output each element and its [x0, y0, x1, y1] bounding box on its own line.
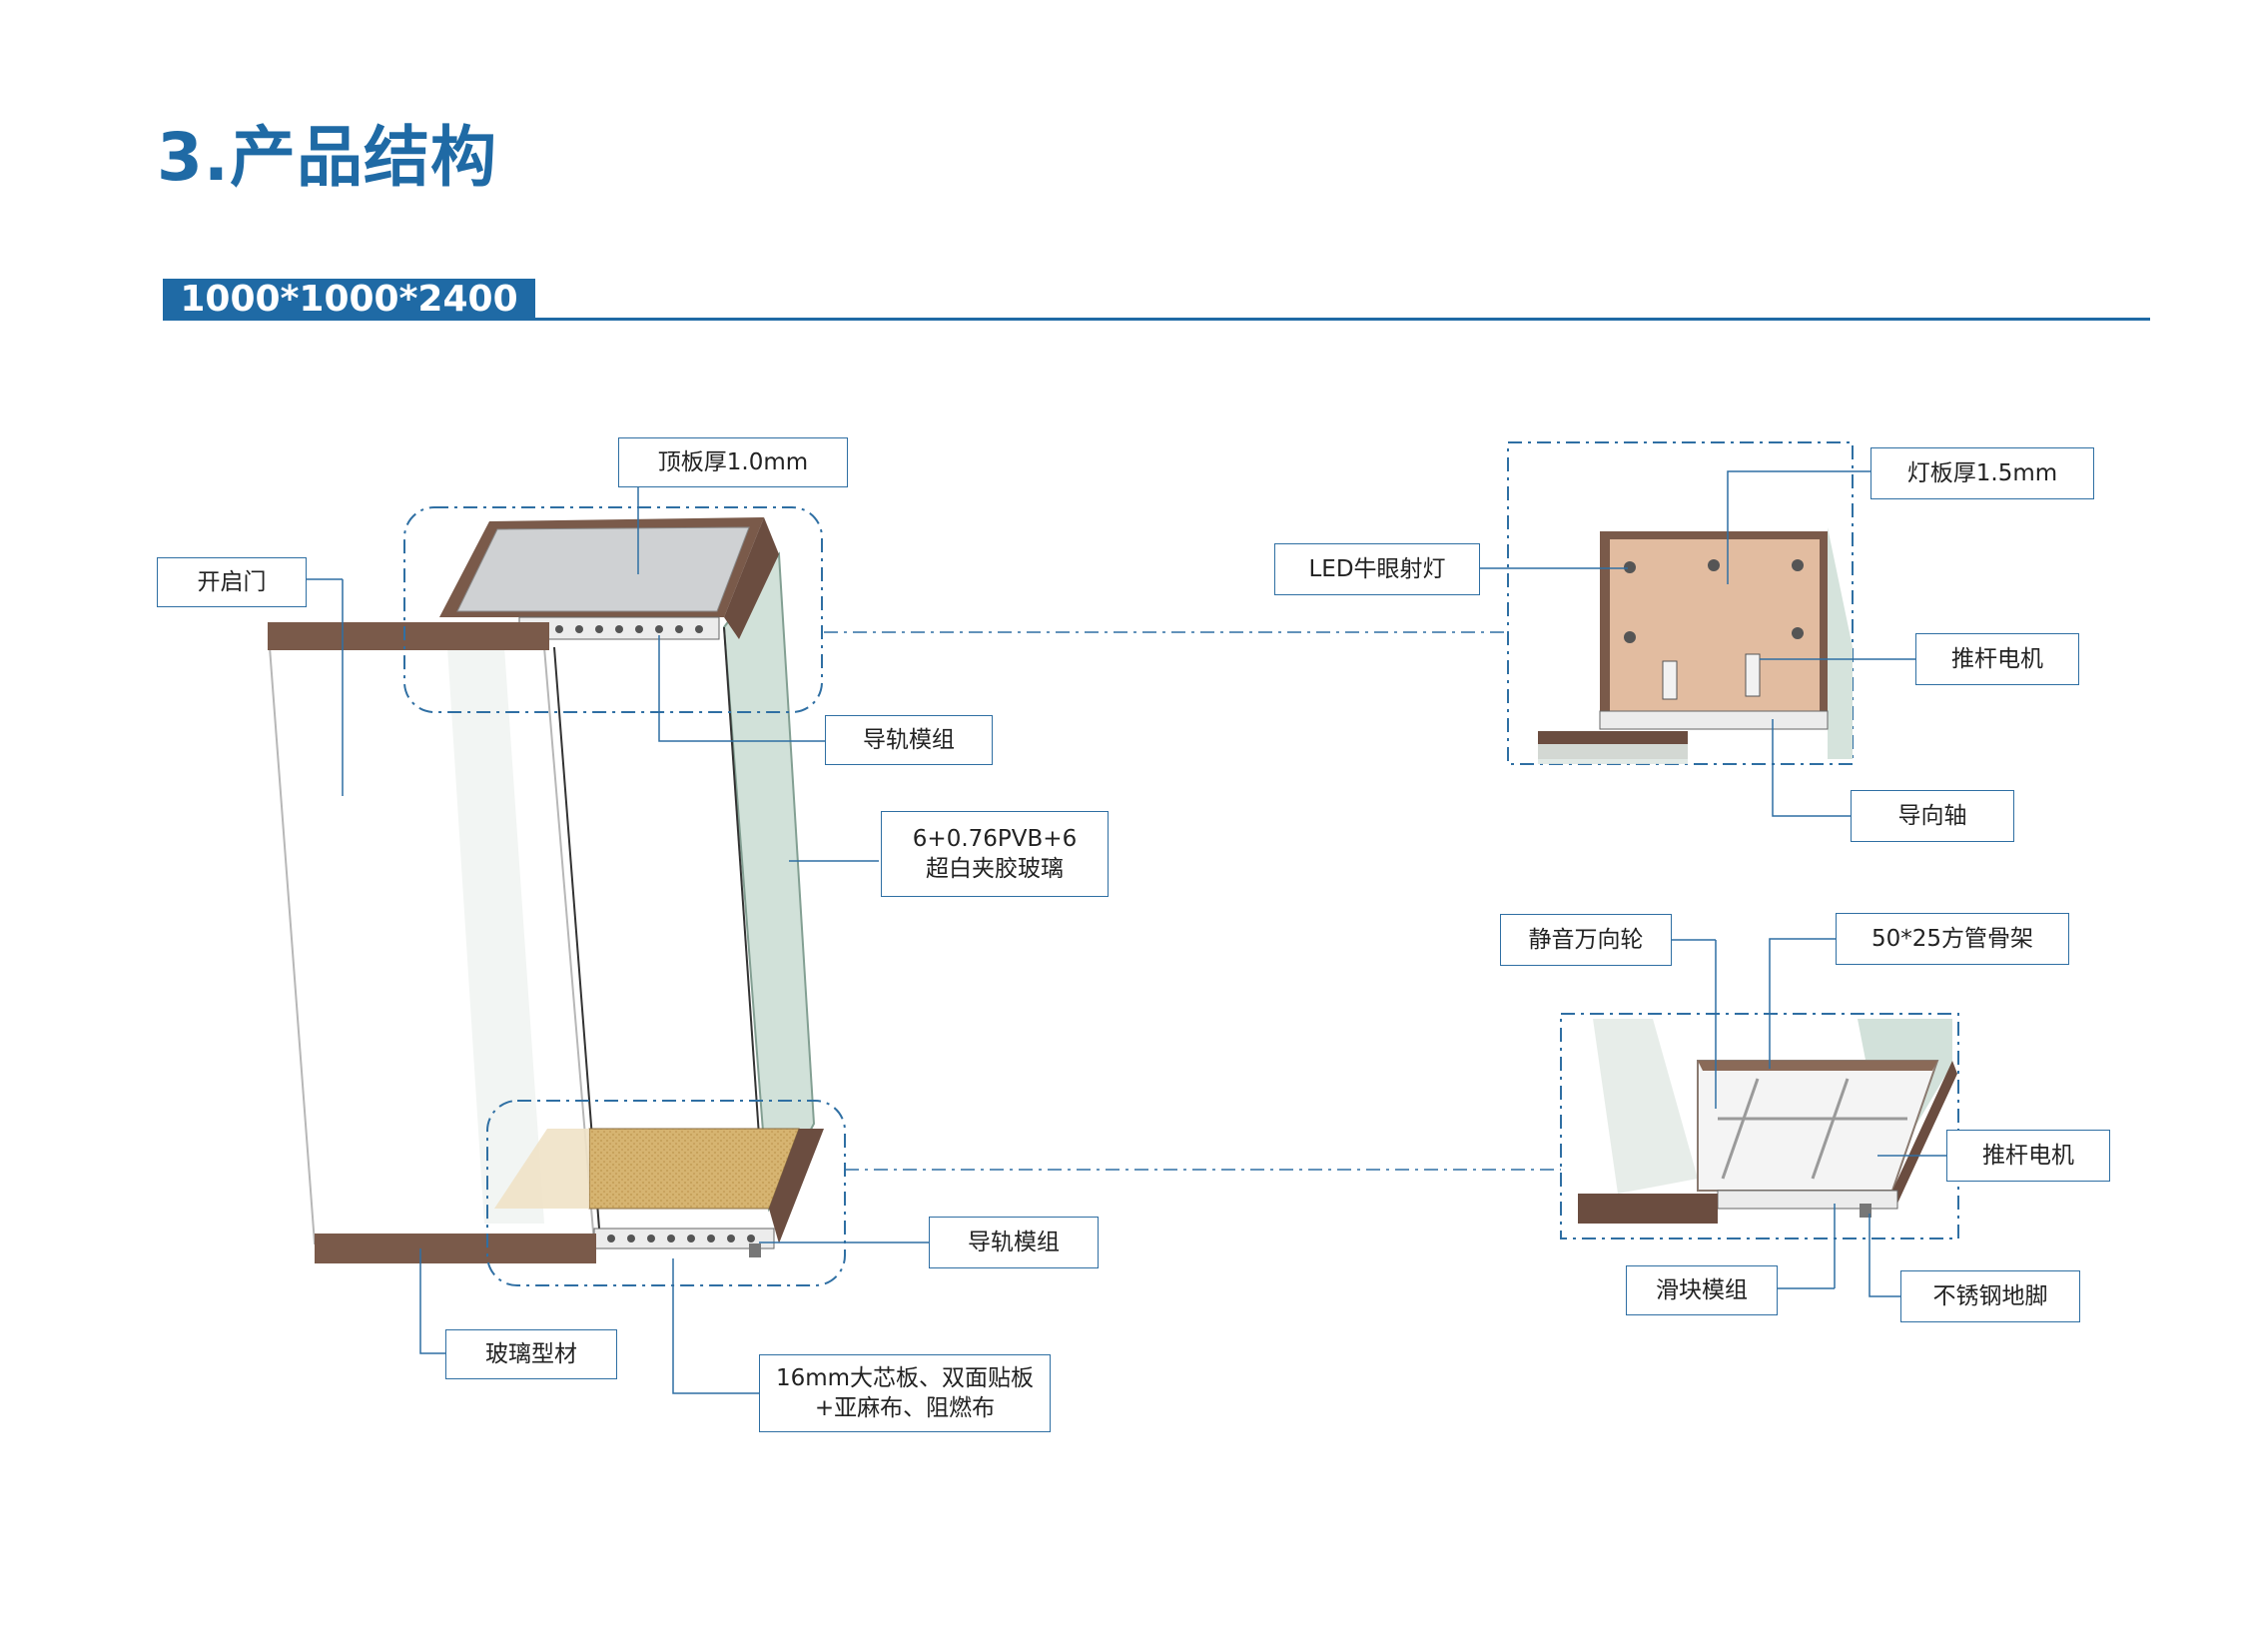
label-rail-bottom: 导轨模组 — [929, 1217, 1099, 1268]
label-base-board: 16mm大芯板、双面贴板 +亚麻布、阻燃布 — [759, 1354, 1051, 1432]
label-glass-profile: 玻璃型材 — [445, 1329, 617, 1379]
label-open-door: 开启门 — [157, 557, 307, 607]
top-detail — [1507, 441, 1854, 765]
label-push-motor-bottom: 推杆电机 — [1946, 1130, 2110, 1182]
callout-lines — [295, 470, 1946, 1394]
section-rule — [163, 318, 2150, 321]
label-guide-shaft: 导向轴 — [1851, 790, 2014, 842]
page-title: 3.产品结构 — [157, 119, 497, 196]
bottom-detail — [1560, 1013, 1959, 1239]
label-tube-frame: 50*25方管骨架 — [1836, 913, 2069, 965]
label-rail-top: 导轨模组 — [825, 715, 993, 765]
label-slider: 滑块模组 — [1626, 1265, 1778, 1315]
label-glass: 6+0.76PVB+6 超白夹胶玻璃 — [881, 811, 1109, 897]
label-caster: 静音万向轮 — [1500, 914, 1672, 966]
label-led-light: LED牛眼射灯 — [1274, 543, 1480, 595]
size-tab: 1000*1000*2400 — [163, 279, 535, 321]
label-push-motor-top: 推杆电机 — [1915, 633, 2079, 685]
label-light-plate: 灯板厚1.5mm — [1870, 447, 2094, 499]
main-cabinet — [268, 506, 846, 1286]
label-feet: 不锈钢地脚 — [1900, 1270, 2080, 1322]
label-top-plate: 顶板厚1.0mm — [618, 437, 848, 487]
